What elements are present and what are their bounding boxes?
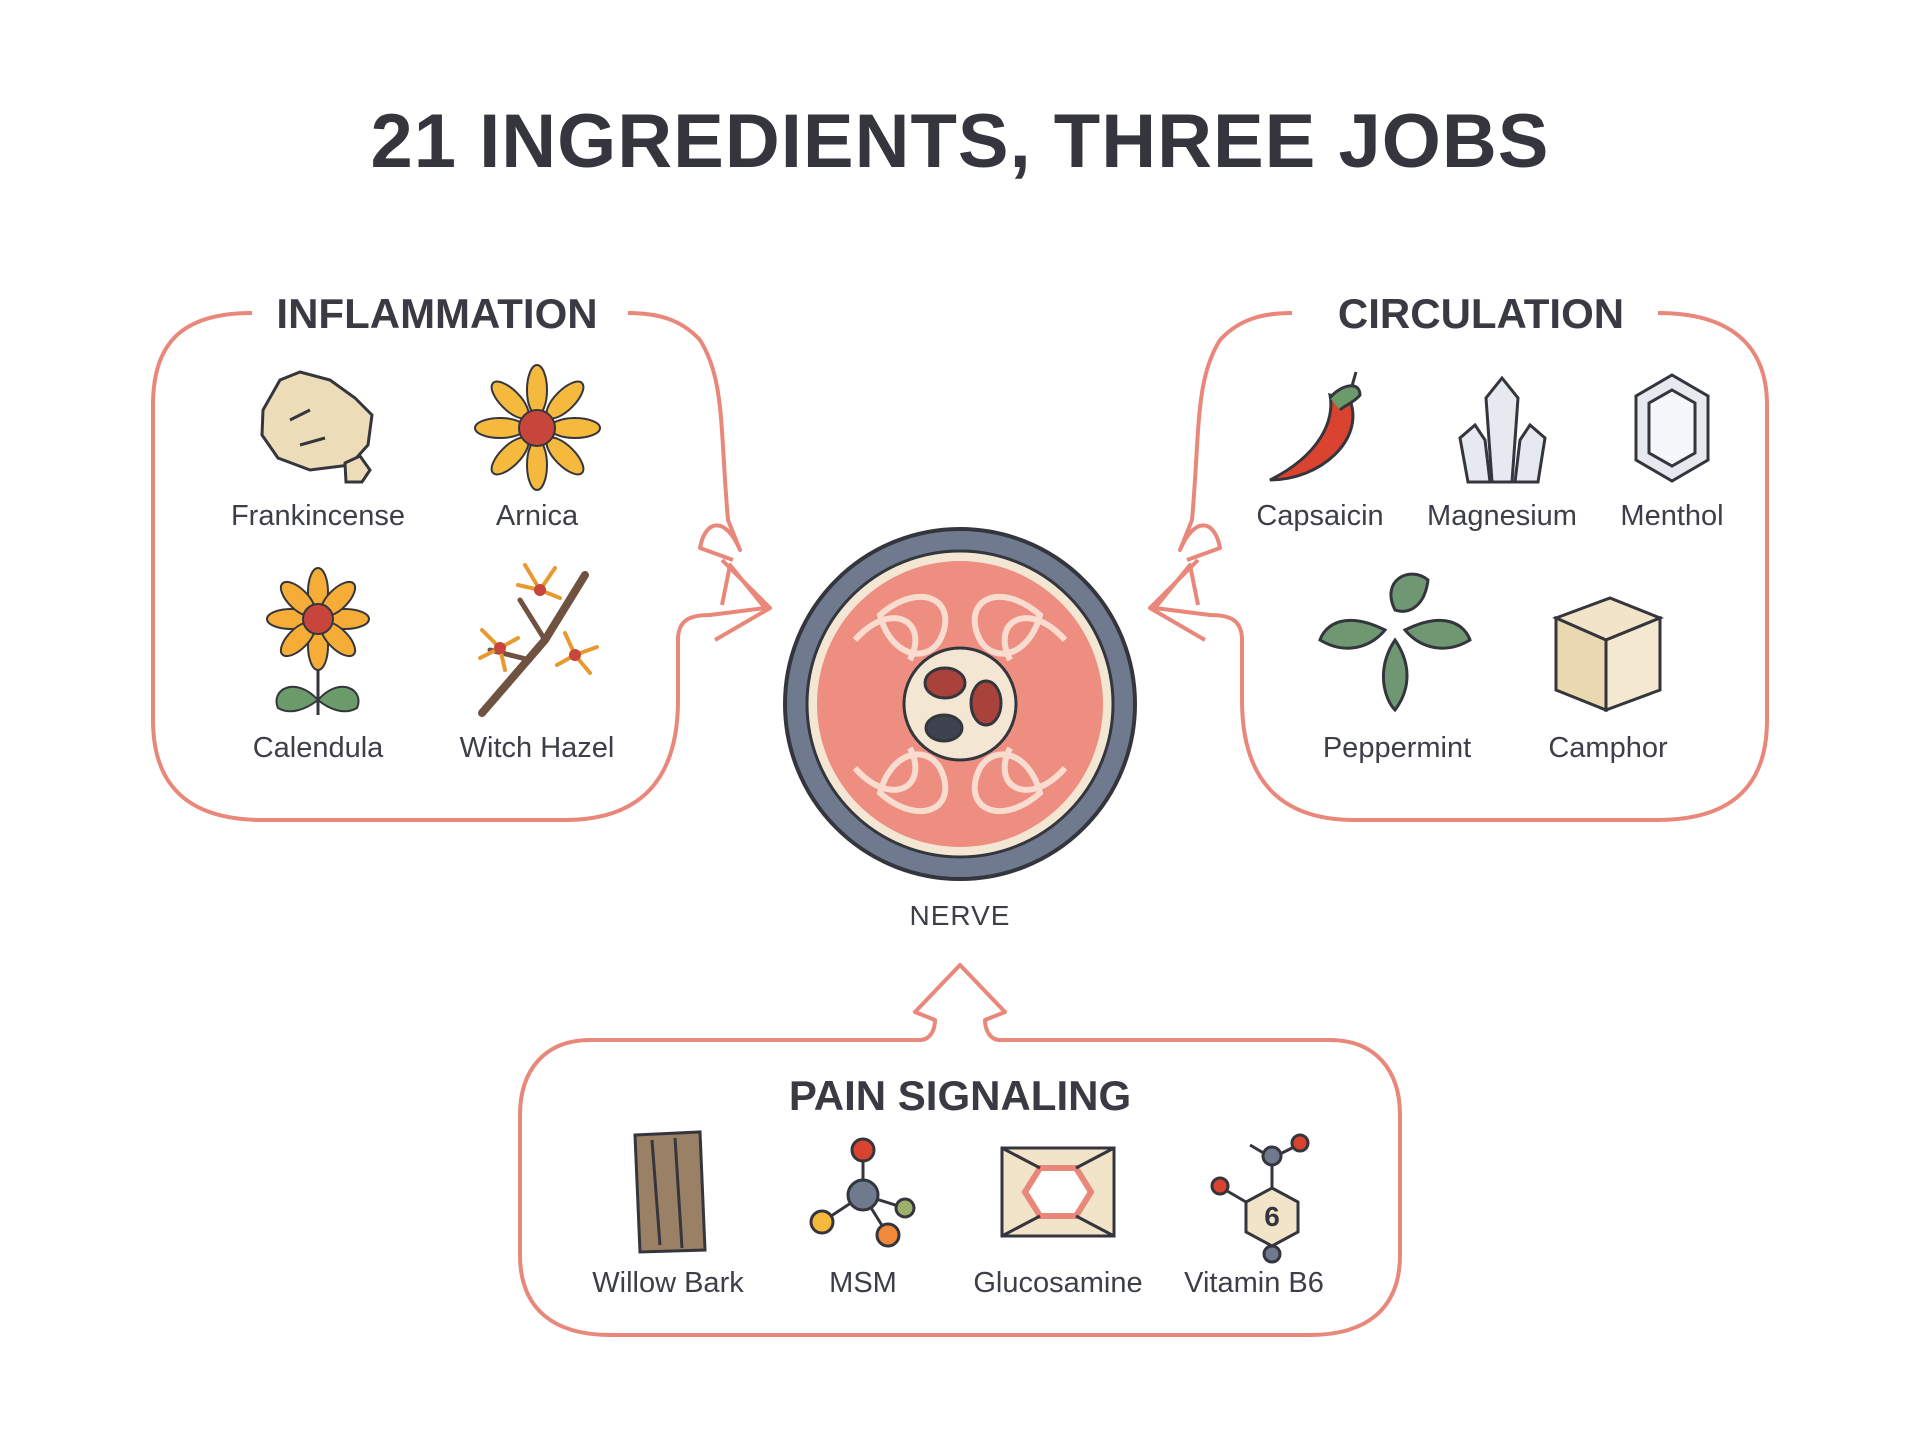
cartilage-molecule-icon [1000,1146,1116,1238]
witch-hazel-branch-icon [478,563,599,717]
circulation-group-outline [1153,311,1769,822]
hexagonal-crystal-icon [1634,373,1710,483]
camphor-cube-icon [1552,596,1665,713]
ingredient-label: Peppermint [1322,732,1472,764]
pain-signaling-group-outline [518,963,1402,1337]
inflammation-title: INFLAMMATION [262,290,612,338]
circulation-title: CIRCULATION [1323,290,1639,338]
ingredient-label: MSM [829,1267,897,1299]
chili-pepper-icon [1269,371,1362,482]
ingredient-label: Capsaicin [1256,500,1384,532]
molecule-icon [809,1137,916,1248]
calendula-flower-icon [266,567,370,715]
mint-leaves-icon [1318,572,1472,713]
ingredient-label: Witch Hazel [459,732,615,764]
ingredient-label: Calendula [252,732,384,764]
ingredient-label: Willow Bark [592,1267,744,1299]
frankincense-resin-icon [260,370,374,484]
nerve-cross-section-icon [783,527,1137,881]
ingredient-label: Magnesium [1427,500,1577,532]
svg-text:6: 6 [1264,1201,1280,1232]
ingredient-label: Camphor [1548,732,1668,764]
ingredient-label: Glucosamine [973,1267,1143,1299]
ingredient-label: Arnica [495,500,579,532]
ingredient-label: Frankincense [230,500,406,532]
ingredient-label: Vitamin B6 [1184,1267,1324,1299]
pain-signaling-title: PAIN SIGNALING [788,1072,1132,1119]
bark-icon [633,1130,707,1254]
ingredient-label: Menthol [1620,500,1724,532]
inflammation-group-outline [151,311,767,822]
page-title: 21 INGREDIENTS, THREE JOBS [370,99,1550,184]
arnica-flower-icon [474,364,601,491]
nerve-label: NERVE [909,900,1011,931]
vitamin-b6-molecule-icon: 6 [1210,1133,1310,1264]
crystal-cluster-icon [1458,375,1547,484]
